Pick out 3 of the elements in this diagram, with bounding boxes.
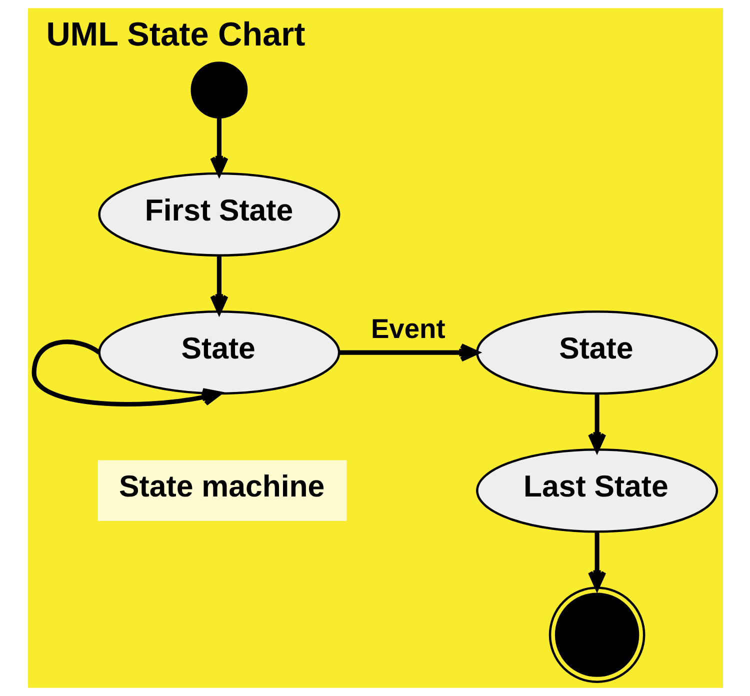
diagram-title: UML State Chart xyxy=(46,16,305,54)
edge-label: Event xyxy=(370,312,445,344)
label: State machine xyxy=(118,470,324,504)
